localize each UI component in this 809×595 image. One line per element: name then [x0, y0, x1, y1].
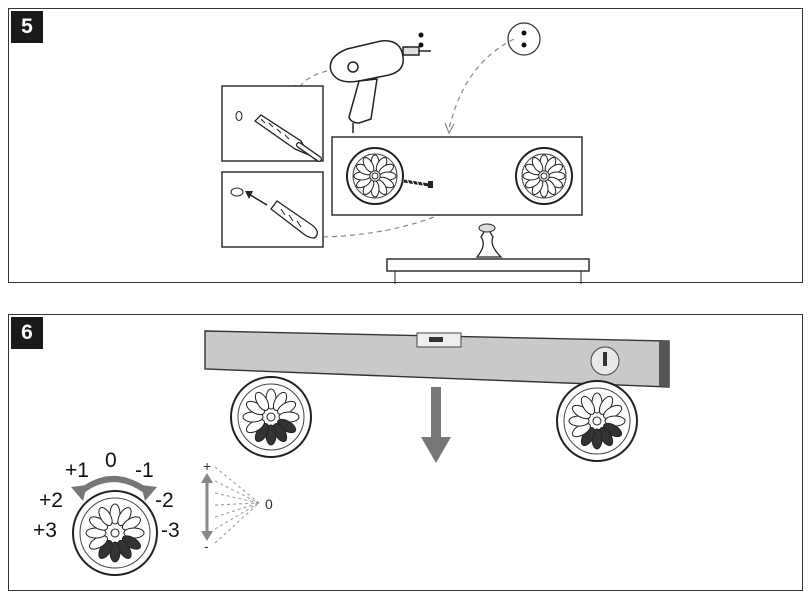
drill-bit-dots-icon [418, 32, 424, 48]
dartboard-left-mounted-icon [230, 376, 312, 458]
shelf-surface [386, 258, 590, 284]
scale-label-plus-3: +3 [33, 519, 57, 542]
rotation-arc-icon [71, 476, 157, 501]
dartboard-right-icon [515, 147, 573, 205]
scale-label-plus-1: +1 [65, 459, 89, 482]
down-arrow-icon [421, 387, 451, 463]
step-5-panel: 5 [8, 8, 803, 284]
holes-to-board-arrow [448, 38, 515, 130]
dartboard-rotation-icon [72, 490, 158, 576]
anchor-to-board-arrow [322, 214, 440, 238]
step-5-badge: 5 [11, 11, 43, 43]
screw-icon [403, 178, 433, 188]
anchor-detail-box [221, 171, 324, 248]
spirit-level-icon [204, 330, 670, 388]
tilt-zero-label: 0 [265, 496, 273, 512]
step-5-illustration [221, 22, 590, 284]
step-6-badge: 6 [11, 317, 43, 349]
step-6-panel: 6 [8, 314, 803, 591]
drill-icon [329, 40, 431, 133]
two-holes-callout-icon [507, 22, 541, 56]
step-6-illustration: 0 +1 +2 +3 -1 -2 -3 + - [33, 330, 670, 576]
scale-label-minus-1: -1 [135, 459, 154, 482]
tilt-indicator-icon [201, 466, 260, 544]
scale-label-minus-2: -2 [155, 489, 174, 512]
dartboard-right-mounted-icon [556, 380, 638, 462]
scale-label-minus-3: -3 [161, 519, 180, 542]
tilt-plus-label: + [203, 458, 211, 474]
drilling-detail-box [221, 85, 324, 162]
tilt-minus-label: - [204, 538, 209, 554]
drill-to-box-arrow [298, 70, 328, 90]
wall-screw-icon [475, 223, 503, 258]
dartboard-left-icon [346, 147, 404, 205]
scale-label-plus-2: +2 [39, 489, 63, 512]
scale-label-zero: 0 [105, 449, 117, 472]
